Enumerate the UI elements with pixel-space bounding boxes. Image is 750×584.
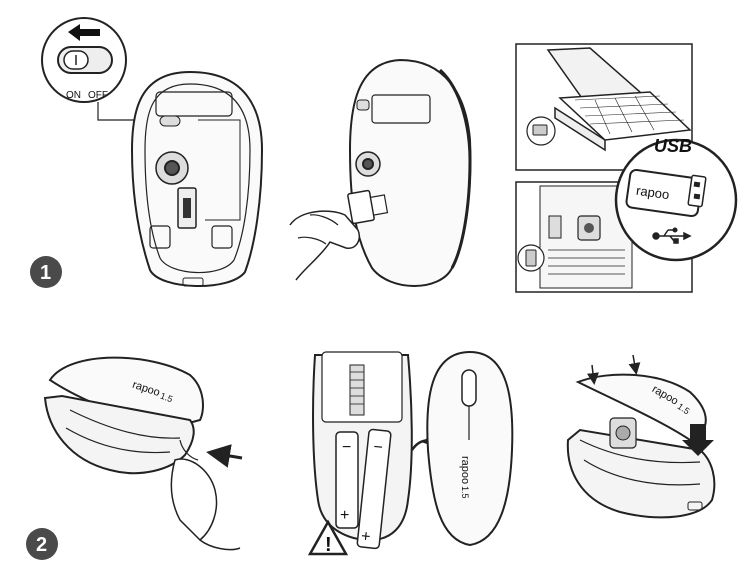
usb-receiver-callout: USB rapoo xyxy=(614,136,738,262)
battery-install-view: − + − + ! rapoo 1.5 xyxy=(307,350,514,556)
receiver-storage-view xyxy=(289,58,472,287)
step-2-badge: 2 xyxy=(26,528,58,560)
top-brand-text: rapoo xyxy=(459,456,471,484)
battery-right-minus: − xyxy=(373,439,384,457)
receiver-brand-text: rapoo xyxy=(635,183,670,202)
step-1-number: 1 xyxy=(40,262,51,284)
laptop-usb-panel xyxy=(515,43,693,171)
step-2-number: 2 xyxy=(36,534,47,556)
off-label: OFF xyxy=(88,90,108,101)
battery-right: − + xyxy=(356,428,392,550)
battery-right-plus: + xyxy=(360,528,371,546)
warning-mark: ! xyxy=(325,534,332,556)
warning-icon: ! xyxy=(307,519,349,556)
battery-left-minus: − xyxy=(342,439,351,456)
cover-model-text: 1.5 xyxy=(159,391,174,405)
battery-left: − + xyxy=(335,431,359,529)
step-1-badge: 1 xyxy=(30,256,62,288)
mouse-bottom-view xyxy=(130,70,264,288)
usb-receiver: rapoo xyxy=(625,168,707,218)
battery-left-plus: + xyxy=(340,507,349,524)
mouse-top-cover: rapoo 1.5 xyxy=(426,350,514,547)
left-arrow-icon xyxy=(68,24,100,41)
top-model-text: 1.5 xyxy=(460,486,470,499)
on-label: ON xyxy=(66,90,81,101)
close-cover-view: rapoo 1.5 xyxy=(566,354,716,519)
usb-symbol-icon xyxy=(652,227,692,244)
open-cover-view: rapoo 1.5 xyxy=(43,356,243,551)
usb-label: USB xyxy=(654,136,692,156)
